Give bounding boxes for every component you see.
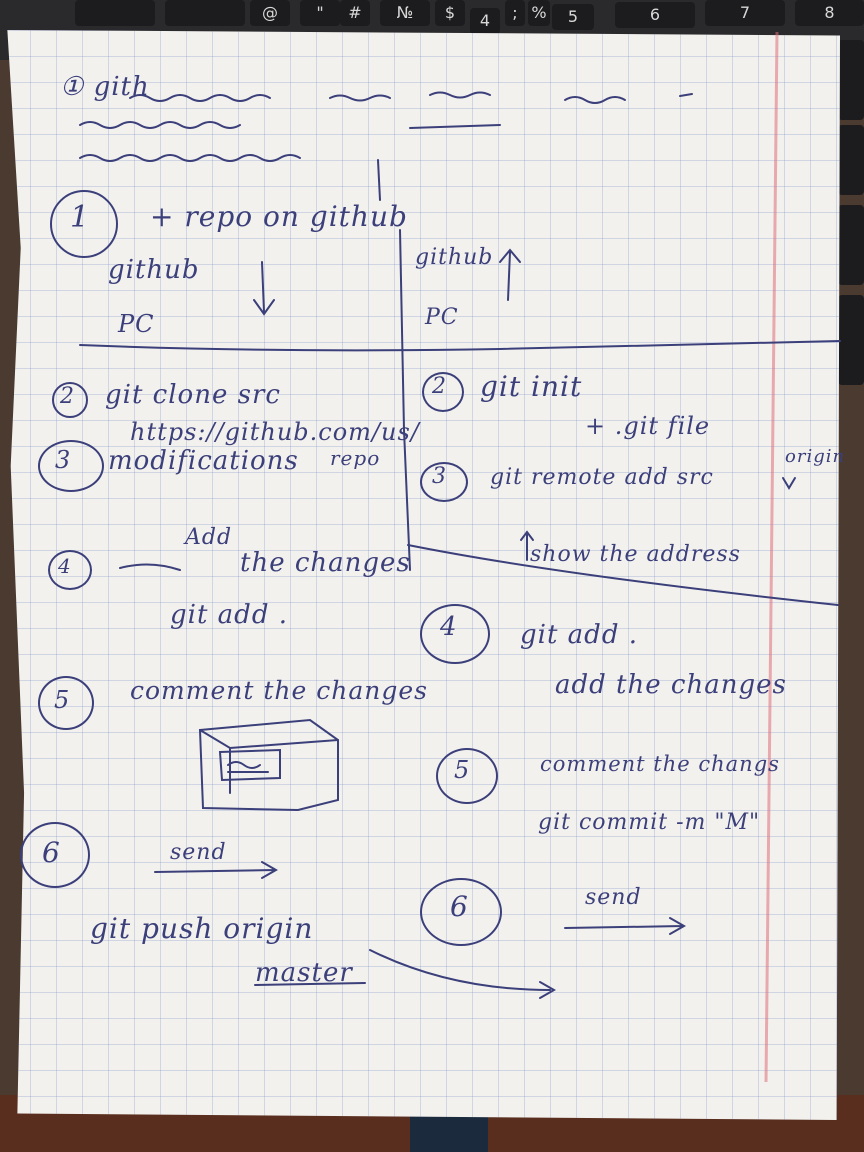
step-4-sub-right: add the changes — [555, 670, 787, 700]
step-3-circle-left — [38, 440, 104, 492]
step-4-circle-left — [48, 550, 92, 590]
step-4-text-right: git add . — [520, 620, 638, 650]
step-4-number-right: 4 — [440, 612, 458, 642]
step-5-text-left: comment the changes — [130, 676, 428, 705]
step-5-number-left: 5 — [54, 686, 71, 714]
keyboard-side-key — [838, 125, 864, 195]
step-1-text: + repo on github — [150, 200, 408, 233]
step-2-repo: repo — [330, 446, 381, 470]
right-pc-label: PC — [425, 305, 459, 330]
step-3-text-right: git remote add src — [490, 465, 714, 490]
keyboard-key-percent: % — [528, 0, 550, 26]
step-4-cmd-left: git add . — [170, 600, 288, 630]
step-1-number: 1 — [70, 200, 91, 235]
keyboard-side-key — [838, 295, 864, 385]
keyboard-key-5: 5 — [552, 4, 594, 30]
right-github-label: github — [415, 245, 494, 270]
keyboard-key-4: 4 — [470, 8, 500, 34]
step-6-circle-right — [420, 878, 502, 946]
keyboard-side-key — [838, 40, 864, 120]
step-4-circle-right — [420, 604, 490, 664]
step-2-circle-right — [422, 372, 464, 412]
step-3-number-right: 3 — [432, 464, 447, 489]
step-3-text-left: modifications — [108, 446, 299, 476]
keyboard-key — [165, 0, 245, 26]
step-4-text-left: the changes — [240, 548, 411, 578]
step-2-number-left: 2 — [60, 384, 75, 409]
step-5-circle-right — [436, 748, 498, 804]
keyboard-key — [75, 0, 155, 26]
step-6-number-right: 6 — [450, 890, 469, 923]
step-3-sub-right: show the address — [530, 542, 741, 567]
step-6-master: master — [255, 958, 353, 988]
keyboard-key-hash: # — [340, 0, 370, 26]
step-2-url: https://github.com/us/ — [130, 418, 420, 446]
step-6-send-right: send — [585, 885, 642, 910]
left-github-label: github — [108, 255, 200, 285]
step-3-circle-right — [420, 462, 468, 502]
step-6-cmd: git push origin — [90, 912, 314, 945]
notebook-page — [7, 30, 840, 1120]
step-2-number-right: 2 — [432, 374, 447, 399]
step-5-cmd-right: git commit -m "M" — [538, 810, 761, 835]
step-2-sub-right: + .git file — [585, 412, 711, 440]
step-4-number-left: 4 — [58, 554, 72, 578]
step-6-number-left: 6 — [42, 836, 61, 869]
left-pc-label: PC — [118, 310, 155, 338]
step-1-circle — [50, 190, 118, 258]
step-5-text-right: comment the changs — [540, 752, 780, 776]
keyboard-key-at: @ — [250, 0, 290, 26]
step-2-circle-left — [52, 382, 88, 418]
keyboard-key-quote: " — [300, 0, 340, 26]
keyboard-key-6: 6 — [615, 2, 695, 28]
step-5-circle-left — [38, 676, 94, 730]
keyboard-key-dollar: $ — [435, 0, 465, 26]
step-5-number-right: 5 — [454, 756, 471, 784]
step-2-text-left: git clone src — [105, 380, 281, 410]
step-6-send-left: send — [170, 840, 227, 865]
step-6-circle-left — [20, 822, 90, 888]
notes-heading: ① gith — [60, 72, 150, 102]
keyboard-key-8: 8 — [795, 0, 864, 26]
step-2-text-right: git init — [480, 370, 583, 403]
step-3-number-left: 3 — [55, 446, 72, 474]
step-4-add: Add — [185, 525, 233, 550]
keyboard-side-key — [838, 205, 864, 285]
origin-label: origin — [785, 446, 846, 467]
keyboard-key-semicolon: ; — [505, 0, 525, 26]
keyboard-key-7: 7 — [705, 0, 785, 26]
keyboard-key-numero: № — [380, 0, 430, 26]
